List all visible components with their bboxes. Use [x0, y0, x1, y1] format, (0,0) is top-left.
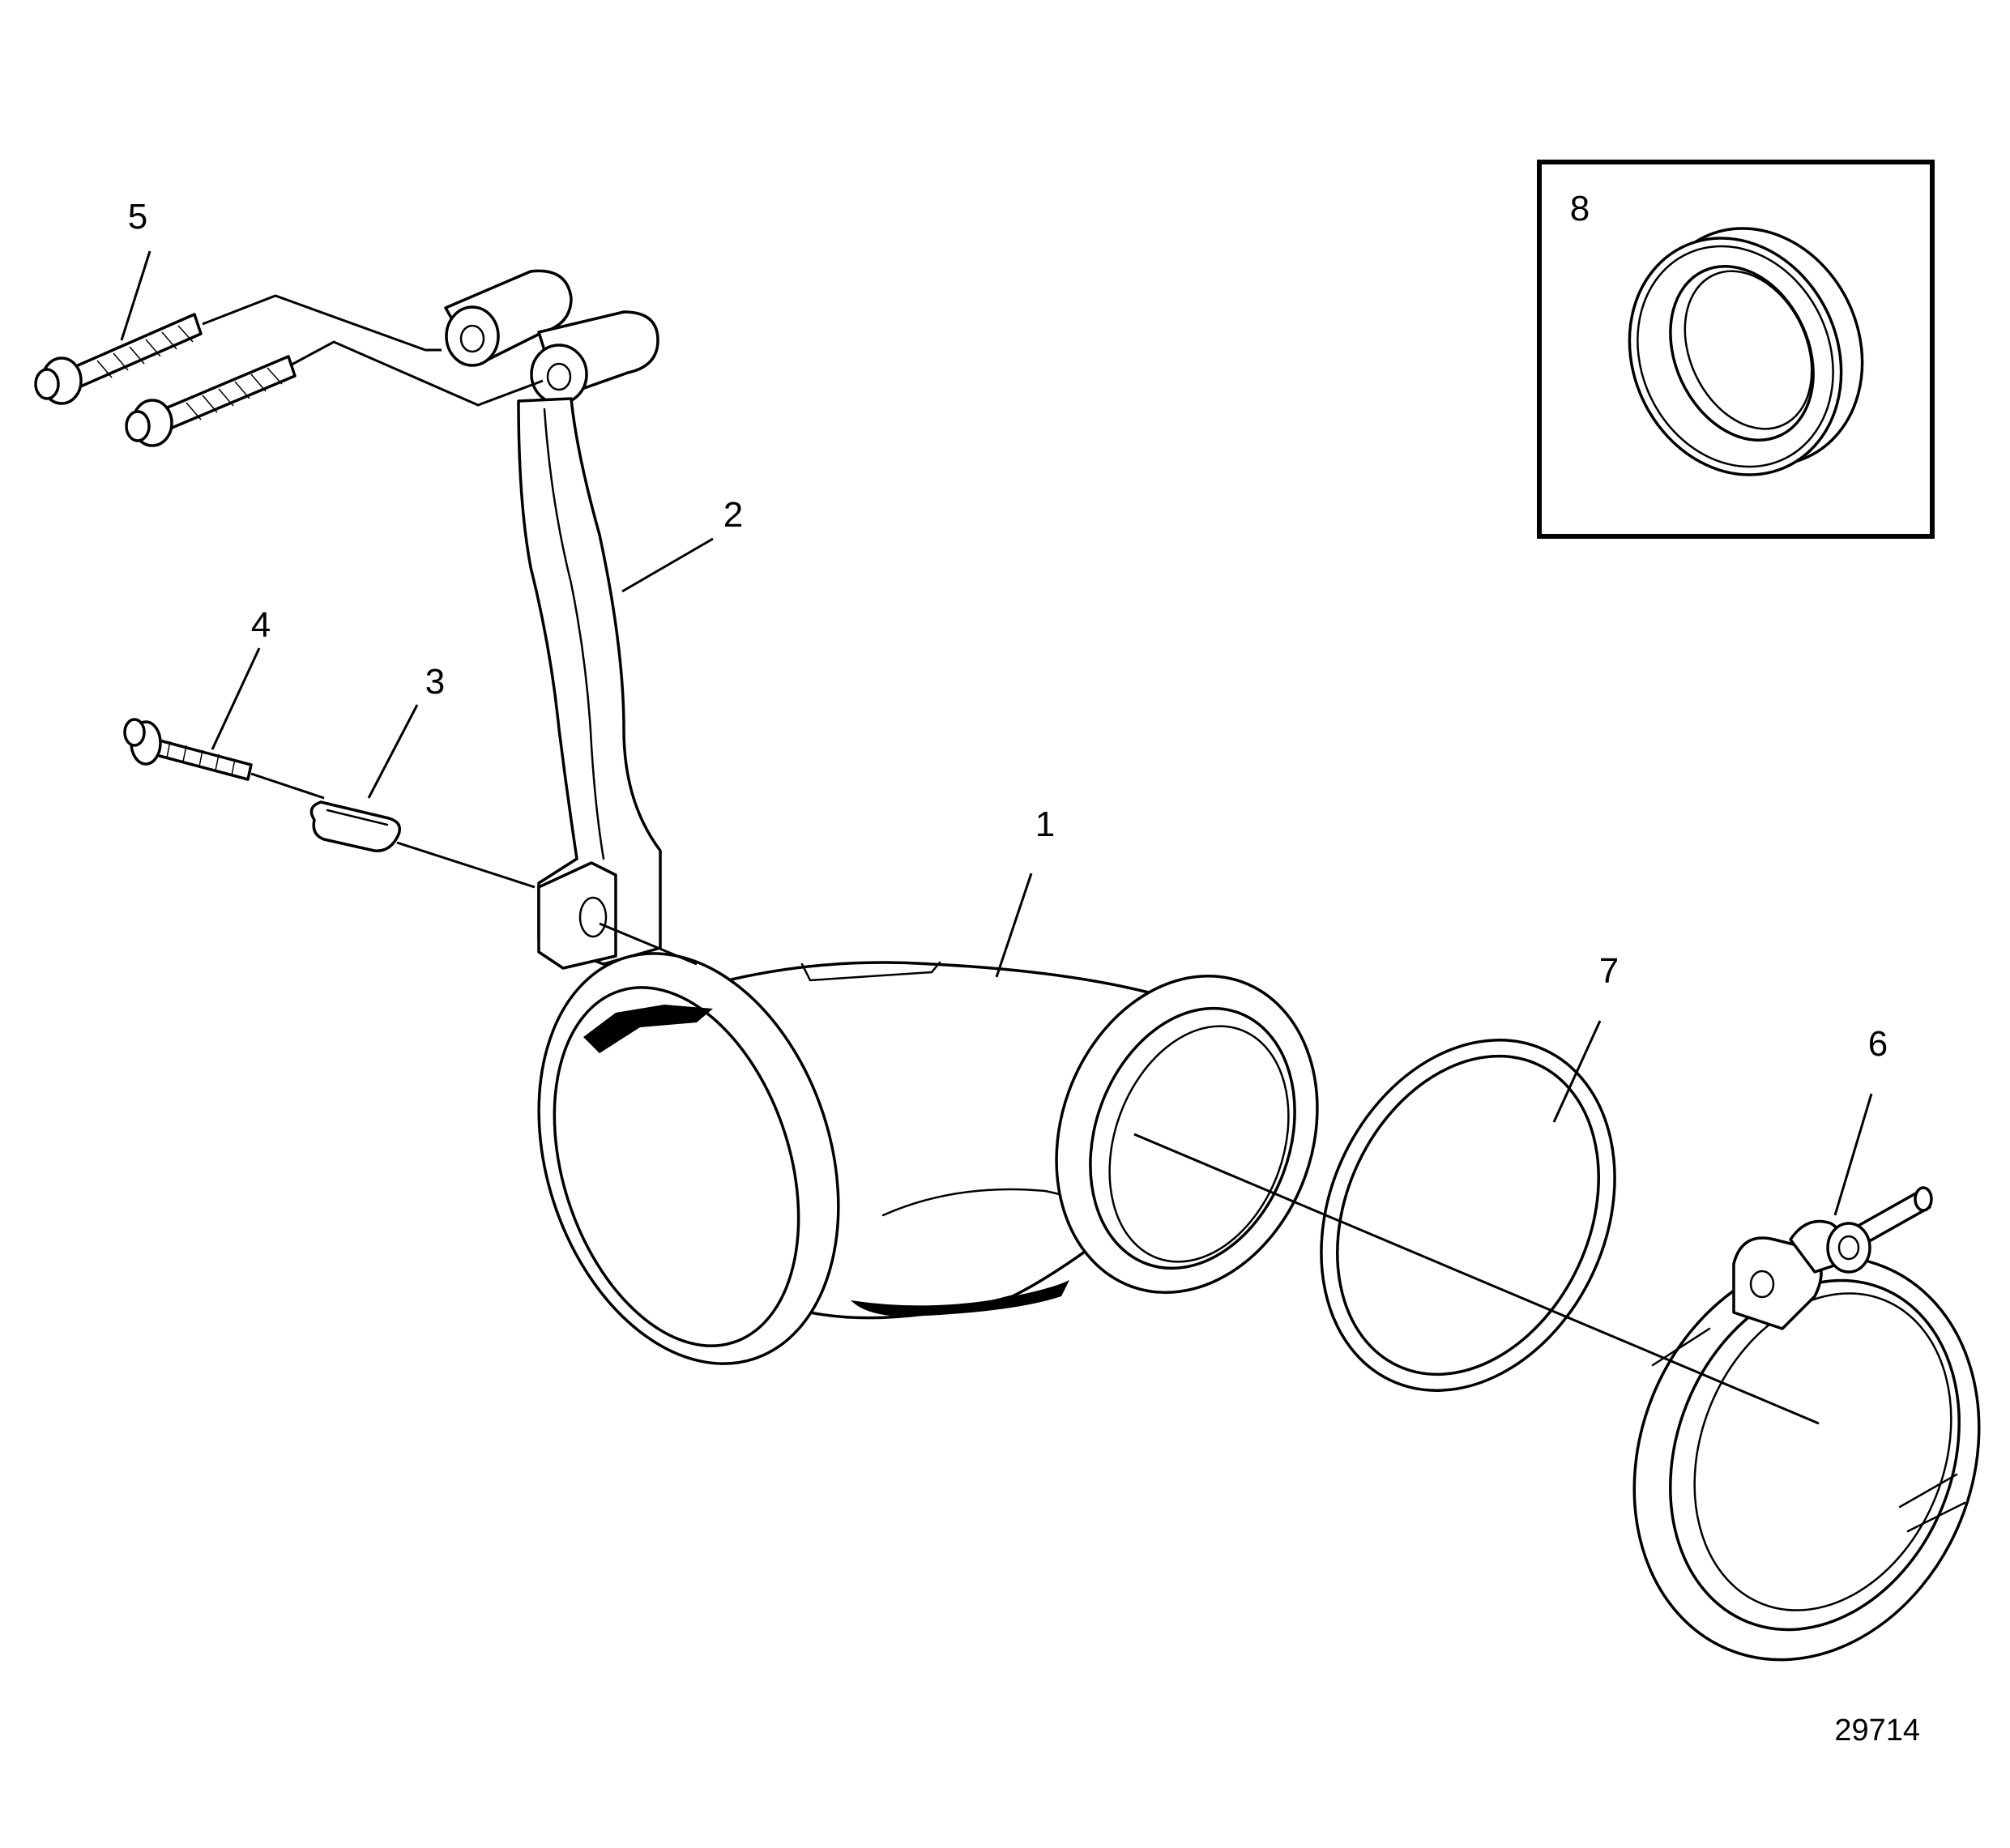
callout-leaders: [120, 250, 1873, 1216]
callout-4: 4: [251, 605, 271, 645]
callout-8: 8: [1570, 189, 1590, 228]
v-band-clamp-part-6: [1632, 1186, 1981, 1662]
callout-6: 6: [1868, 1024, 1888, 1064]
callout-5: 5: [128, 197, 147, 237]
callout-labels: 5 2 4 3 1 7 6 8: [128, 189, 1888, 1064]
exhaust-elbow-part-1: [537, 952, 1319, 1365]
inset-box-part-8: [1537, 160, 1935, 539]
seal-ring-part-8: [1628, 227, 1864, 476]
gasket-part-7: [1320, 1039, 1616, 1392]
callout-1: 1: [1035, 804, 1055, 844]
spacer-sleeve-part-3: [309, 800, 402, 852]
drawing-number: 29714: [1834, 1714, 1920, 1748]
bolt-part-5-lower: [125, 355, 297, 447]
callout-2: 2: [723, 495, 743, 535]
assembly-lines: [202, 294, 1820, 1425]
callout-3: 3: [425, 662, 445, 702]
bracket-part-2: [444, 269, 662, 970]
callout-7: 7: [1599, 951, 1619, 991]
bolt-part-5-upper: [34, 313, 203, 405]
bolt-part-4: [123, 718, 253, 781]
